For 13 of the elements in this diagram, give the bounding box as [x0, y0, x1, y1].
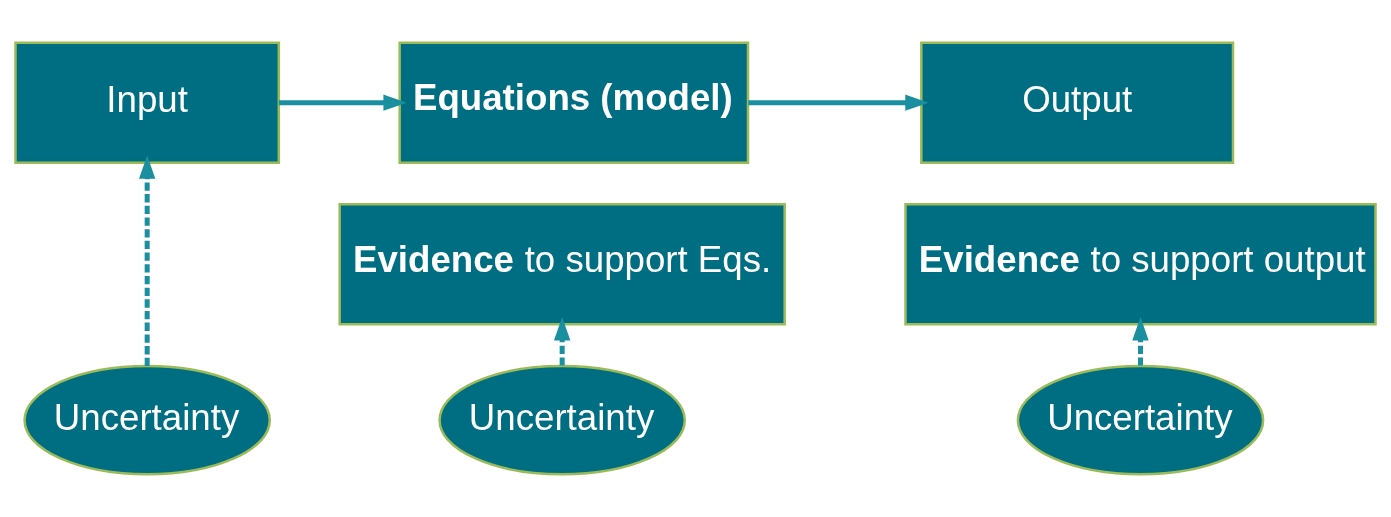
- arrow: [553, 317, 571, 366]
- node-box: Output: [920, 41, 1235, 164]
- node-box: Equations (model): [398, 41, 750, 164]
- node-ellipse: Uncertainty: [438, 364, 686, 476]
- arrow: [138, 155, 156, 366]
- node-ellipse: Uncertainty: [23, 364, 271, 476]
- arrow: [748, 94, 929, 111]
- arrow: [1132, 317, 1149, 366]
- node-box: Evidence to support Eqs.: [338, 203, 786, 326]
- arrow: [278, 94, 407, 111]
- node-ellipse: Uncertainty: [1016, 364, 1265, 476]
- node-box: Input: [14, 41, 281, 164]
- node-box: Evidence to support output: [904, 203, 1377, 326]
